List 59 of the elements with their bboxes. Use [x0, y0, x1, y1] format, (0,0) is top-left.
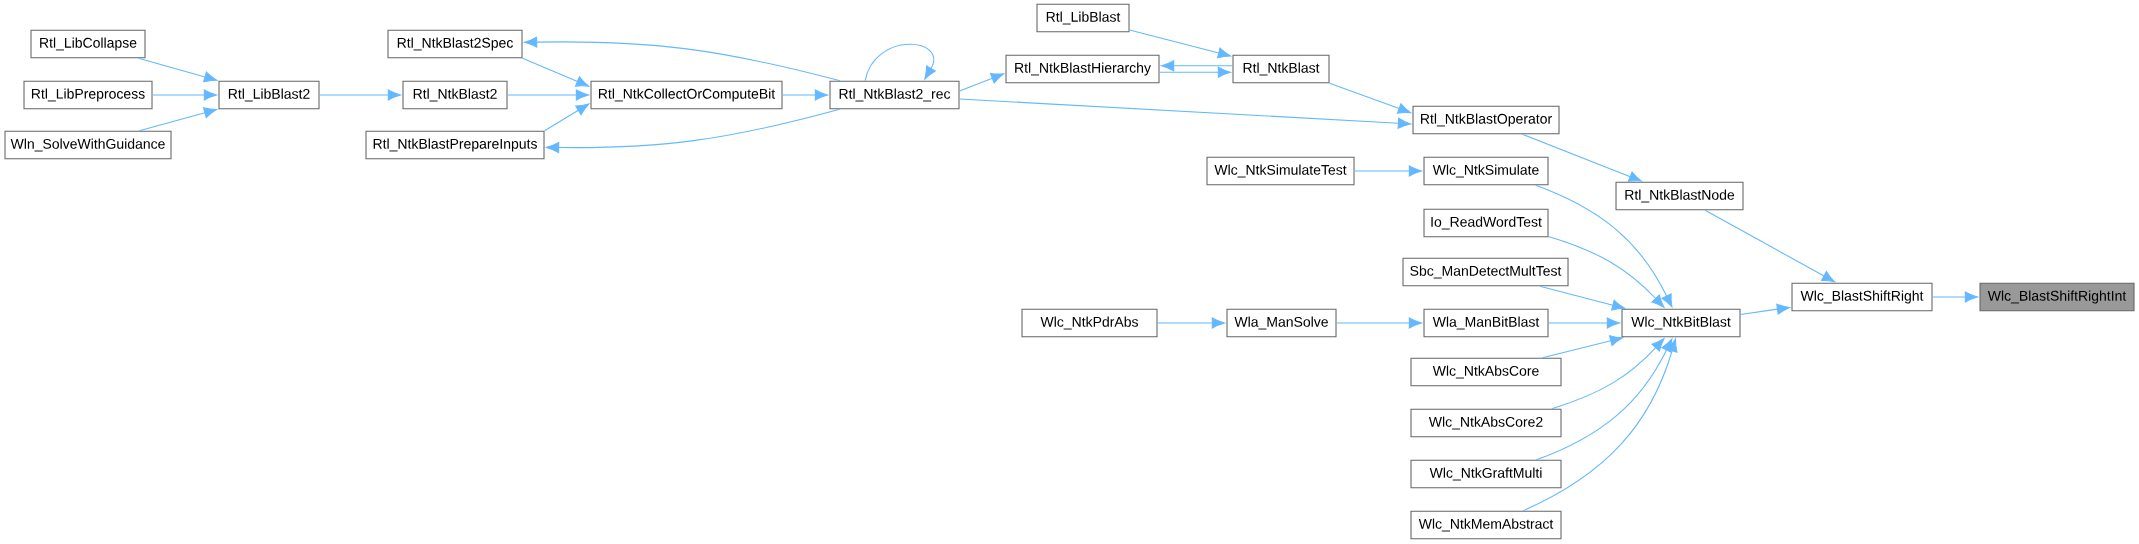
arrow	[138, 107, 218, 132]
function-box: Wlc_NtkPdrAbs	[1021, 308, 1158, 338]
function-box: Wla_ManBitBlast	[1423, 308, 1549, 338]
arrow	[1336, 317, 1422, 329]
function-box: Rtl_NtkCollectOrComputeBit	[590, 80, 783, 110]
arrow	[546, 108, 841, 154]
function-box: Io_ReadWordTest	[1423, 208, 1549, 238]
function-box: Rtl_LibPreprocess	[23, 80, 153, 110]
function-box: Rtl_NtkBlast	[1232, 54, 1330, 84]
function-box: Rtl_NtkBlast2_rec	[829, 80, 960, 110]
arrow	[1129, 29, 1232, 59]
arrow	[152, 89, 217, 101]
function-box: Wln_SolveWithGuidance	[4, 130, 172, 160]
arrow	[1535, 184, 1673, 308]
arrow	[1704, 209, 1836, 283]
arrow	[864, 43, 936, 82]
function-box: Wlc_NtkAbsCore2	[1410, 408, 1562, 438]
arrow	[1539, 285, 1626, 311]
function-box: Wlc_BlastShiftRight	[1791, 282, 1933, 312]
arrow	[522, 57, 590, 87]
function-box: Sbc_ManDetectMultTest	[1402, 257, 1569, 287]
function-box: Wlc_NtkBitBlast	[1621, 308, 1741, 338]
arrow	[1535, 338, 1673, 461]
arrow	[782, 89, 828, 101]
arrow	[1329, 82, 1412, 114]
arrow	[1551, 338, 1665, 410]
arrow	[1548, 235, 1665, 308]
arrow	[544, 103, 590, 132]
function-box: Rtl_NtkBlastOperator	[1412, 105, 1560, 135]
function-box: Rtl_NtkBlastHierarchy	[1005, 54, 1160, 84]
function-box: Rtl_NtkBlastPrepareInputs	[365, 130, 545, 160]
arrow	[1740, 303, 1790, 315]
arrow	[1161, 60, 1233, 72]
function-box: Rtl_NtkBlastNode	[1615, 181, 1744, 211]
function-box: Wlc_NtkMemAbstract	[1410, 510, 1562, 540]
function-box: Wlc_NtkSimulateTest	[1206, 156, 1355, 186]
arrow	[1159, 66, 1231, 78]
arrow	[1932, 291, 1978, 303]
function-box: Wlc_NtkAbsCore	[1410, 357, 1562, 387]
function-box: Rtl_NtkBlast2Spec	[387, 29, 523, 59]
arrow	[319, 89, 401, 101]
function-box: Wlc_BlastShiftRightInt	[1979, 282, 2135, 312]
arrow	[1541, 335, 1624, 359]
arrow	[959, 72, 1005, 92]
arrow	[1157, 317, 1225, 329]
arrow	[507, 89, 589, 101]
function-box: Rtl_LibBlast	[1036, 3, 1130, 33]
arrow	[1522, 338, 1678, 512]
arrow	[1354, 165, 1422, 177]
function-box: Rtl_LibBlast2	[218, 80, 320, 110]
function-box: Wlc_NtkGraftMulti	[1410, 459, 1562, 489]
function-box: Rtl_LibCollapse	[30, 29, 146, 59]
function-box: Wlc_NtkSimulate	[1423, 156, 1549, 186]
function-box: Rtl_NtkBlast2	[402, 80, 508, 110]
arrow	[524, 36, 841, 82]
arrow	[1548, 317, 1620, 329]
arrow	[959, 98, 1411, 129]
function-box: Wla_ManSolve	[1226, 308, 1337, 338]
arrow	[137, 57, 218, 83]
